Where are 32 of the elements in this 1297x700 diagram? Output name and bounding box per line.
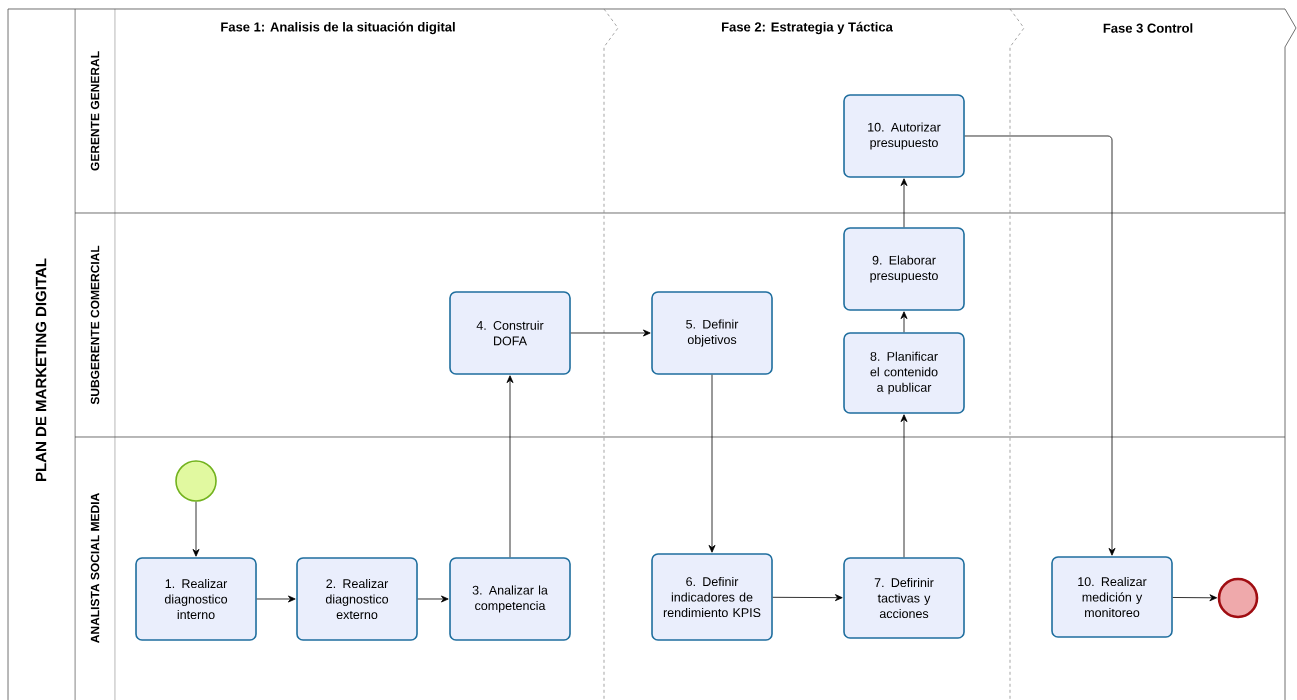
task-box: 7. Defirinir tactivas y acciones [843,557,965,639]
arrow [256,595,296,603]
start-event [175,460,217,502]
task-box: 5. Definir objetivos [651,291,773,375]
arrow [708,374,716,553]
phase-header: Fase 1: Analisis de la situación digital [221,21,455,35]
task-box: 10. Autorizar presupuesto [843,94,965,178]
lane-label: GERENTE GENERAL [90,51,100,171]
task-box: 6. Definir indicadores de rendimiento KPIS [651,553,773,641]
task-box: 9. Elaborar presupuesto [843,227,965,311]
arrow [900,178,908,228]
task-box: 10. Realizar medición y monitoreo [1051,556,1173,638]
task-box: 2. Realizar diagnostico externo [296,557,418,641]
end-event [1217,577,1259,619]
lane-label: SUBGERENTE COMERCIAL [90,245,100,405]
pool-label: PLAN DE MARKETING DIGITAL [35,258,47,481]
phase-header: Fase 3 Control [1103,23,1193,33]
lane-label: ANALISTA SOCIAL MEDIA [90,493,100,643]
arrow [417,595,449,603]
arrow [900,311,908,333]
task-box: 1. Realizar diagnostico interno [135,557,257,641]
task-box: 4. Construir DOFA [449,291,571,375]
arrow [772,594,843,602]
arrow [900,414,908,558]
phase-header: Fase 2: Estrategia y Táctica [722,21,893,35]
arrow [570,329,651,337]
arrow [1172,594,1218,602]
task-box: 3. Analizar la competencia [449,557,571,641]
arrow [964,135,1116,556]
arrow [192,501,200,557]
arrow [506,375,514,558]
task-box: 8. Planificar el contenido a publicar [843,332,965,414]
